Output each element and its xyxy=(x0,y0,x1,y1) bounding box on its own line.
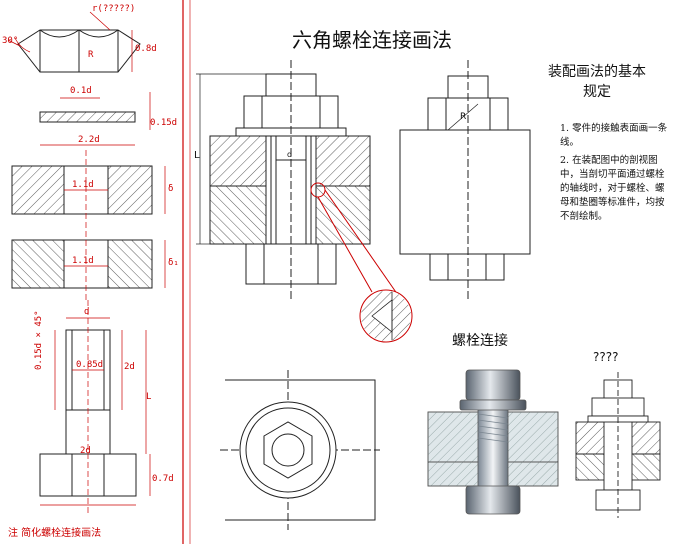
dim-label: 0.7d xyxy=(152,474,174,484)
washer xyxy=(39,111,136,123)
dim-label: δ₁ xyxy=(168,258,179,268)
dim-label: 1.1d xyxy=(72,180,94,190)
dim-label: r(?????) xyxy=(92,4,136,14)
nut-dims xyxy=(7,11,133,72)
dim-label: L xyxy=(146,392,152,402)
section-view-main xyxy=(209,60,371,300)
dim-label: L xyxy=(194,150,200,161)
rules-heading: 装配画法的基本规定 xyxy=(548,64,646,100)
rule-item: 1. 零件的接触表面画一条线。 xyxy=(560,123,668,148)
dim-label: 0.8d xyxy=(135,44,157,54)
dim-label: R xyxy=(88,50,94,60)
dim-label: 0.1d xyxy=(70,86,92,96)
sketch-caption: ???? xyxy=(593,350,619,364)
dim-label: d xyxy=(84,307,90,317)
detail-hatch xyxy=(361,291,411,341)
dim-label: 1.1d xyxy=(72,256,94,266)
dim-label: 2.2d xyxy=(78,135,100,145)
dim-label: R xyxy=(460,112,467,122)
bolt-connection-photo xyxy=(427,369,559,515)
main-title: 六角螺栓连接画法 xyxy=(292,28,452,52)
dim-label: d xyxy=(287,150,293,159)
dim-label: 0.85d xyxy=(76,360,104,370)
dim-label: 0.15d xyxy=(150,118,178,128)
bottom-caption: 注 简化螺栓连接画法 xyxy=(8,528,102,539)
photo-caption: 螺栓连接 xyxy=(452,333,508,349)
simplified-sketch xyxy=(575,372,661,518)
dim-label: 0.15d × 45° xyxy=(34,310,44,370)
nut-elevation xyxy=(17,29,141,73)
side-view-main xyxy=(399,60,531,300)
dim-label: δ xyxy=(168,184,174,194)
plan-view xyxy=(220,370,380,530)
dim-label: 2d xyxy=(80,446,91,456)
dim-label: 2d xyxy=(124,362,135,372)
dim-label: 30° xyxy=(2,36,19,46)
rules-list: 1. 零件的接触表面画一条线。 2. 在装配图中的剖视图中，当剖切平面通过螺栓的… xyxy=(560,122,672,228)
rule-item: 2. 在装配图中的剖视图中，当剖切平面通过螺栓的轴线时，对于螺栓、螺母和垫圈等标… xyxy=(560,155,665,222)
